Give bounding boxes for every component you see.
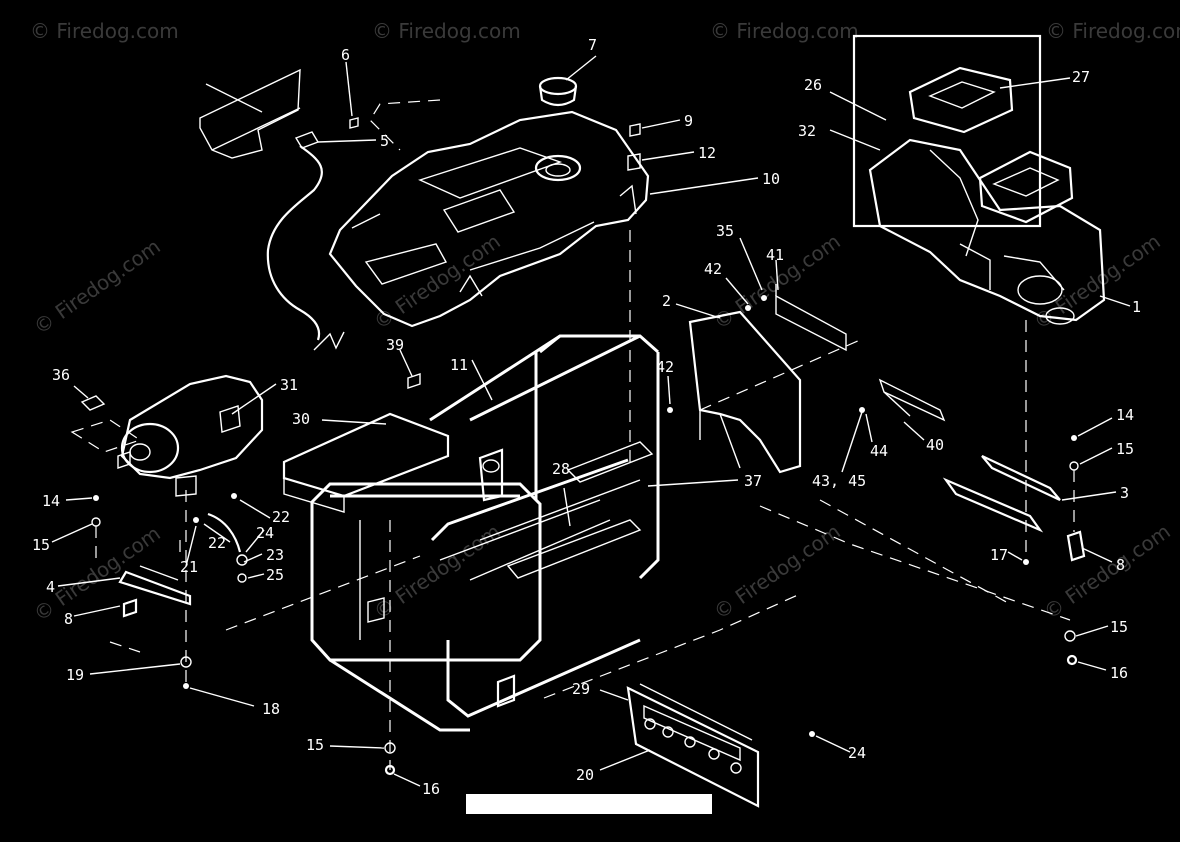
part-label: 29 [572, 680, 590, 698]
watermark: © Firedog.com [372, 19, 521, 43]
control-panel-drawing [626, 683, 760, 808]
part-label: 24 [848, 744, 866, 762]
part-label: 37 [744, 472, 762, 490]
watermark: © Firedog.com [1039, 519, 1175, 624]
part-label: 15 [1116, 440, 1134, 458]
part-label: 41 [766, 246, 784, 264]
fuel-cap-drawing [538, 76, 578, 107]
small-fuel-parts-drawing [349, 117, 641, 171]
part-label: 30 [292, 410, 310, 428]
part-label: 8 [1116, 556, 1125, 574]
watermark-layer: © Firedog.com © Firedog.com © Firedog.co… [29, 19, 1180, 626]
watermark: © Firedog.com [1029, 229, 1165, 334]
part-label: 19 [66, 666, 84, 684]
part-label: 39 [386, 336, 404, 354]
part-label: 22 [208, 534, 226, 552]
part-label: 14 [1116, 406, 1134, 424]
watermark: © Firedog.com [30, 19, 179, 43]
caption-bar [466, 794, 712, 814]
hardware-drawing [91, 295, 1086, 776]
part-label: 3 [1120, 484, 1129, 502]
alignment-lines [95, 99, 1075, 770]
part-label: 20 [576, 766, 594, 784]
leader-lines [51, 55, 1131, 787]
generator-drawing [117, 374, 264, 497]
part-label: 23 [266, 546, 284, 564]
watermark: © Firedog.com [709, 519, 845, 624]
part-label: 4 [46, 578, 55, 596]
part-label: 44 [870, 442, 888, 460]
detail-inset-frame [852, 34, 1042, 228]
panel-2-drawing [688, 310, 802, 474]
rail-3-drawing [981, 455, 1061, 501]
part-label: 35 [716, 222, 734, 240]
part-label: 22 [272, 508, 290, 526]
part-label: 27 [1072, 68, 1090, 86]
part-label: 15 [1110, 618, 1128, 636]
part-label: 5 [380, 132, 389, 150]
bracket-41-drawing [775, 294, 847, 352]
part-label: 11 [450, 356, 468, 374]
part-label: 36 [52, 366, 70, 384]
bracket-4-drawing [118, 570, 192, 606]
part-label: 28 [552, 460, 570, 478]
part-label: 6 [341, 46, 350, 64]
part-label: 10 [762, 170, 780, 188]
tank-bracket-drawing [199, 68, 320, 159]
part-label: 17 [990, 546, 1008, 564]
part-label: 42 [704, 260, 722, 278]
part-label: 2 [662, 292, 671, 310]
part-label: 25 [266, 566, 284, 584]
part-label: 12 [698, 144, 716, 162]
part-label: 42 [656, 358, 674, 376]
part-label: 14 [42, 492, 60, 510]
bracket-40-drawing [878, 378, 946, 422]
watermark: © Firedog.com [29, 234, 165, 339]
part-label: 26 [804, 76, 822, 94]
part-label: 32 [798, 122, 816, 140]
part-label: 8 [64, 610, 73, 628]
fuel-hose-drawing [266, 145, 345, 351]
part-label: 1 [1132, 298, 1141, 316]
part-label: 40 [926, 436, 944, 454]
part-label: 31 [280, 376, 298, 394]
part-label: 16 [422, 780, 440, 798]
part-label: 24 [256, 524, 274, 542]
cap-part-36 [80, 395, 106, 411]
part-label: 9 [684, 112, 693, 130]
dashed-guide [70, 419, 142, 453]
main-frame-drawing [310, 334, 660, 732]
fuel-tank-drawing [328, 110, 650, 328]
watermark: © Firedog.com [1046, 19, 1180, 43]
part-label: 21 [180, 558, 198, 576]
part-label: 16 [1110, 664, 1128, 682]
part-label: 15 [32, 536, 50, 554]
engine-drawing [868, 66, 1106, 325]
watermark: © Firedog.com [710, 19, 859, 43]
part-label: 43, 45 [812, 472, 866, 490]
part-label: 7 [588, 36, 597, 54]
part-label: 18 [262, 700, 280, 718]
part-labels: 1 2 3 4 5 6 7 8 8 9 10 11 12 14 14 15 15… [32, 36, 1141, 798]
part-label: 15 [306, 736, 324, 754]
